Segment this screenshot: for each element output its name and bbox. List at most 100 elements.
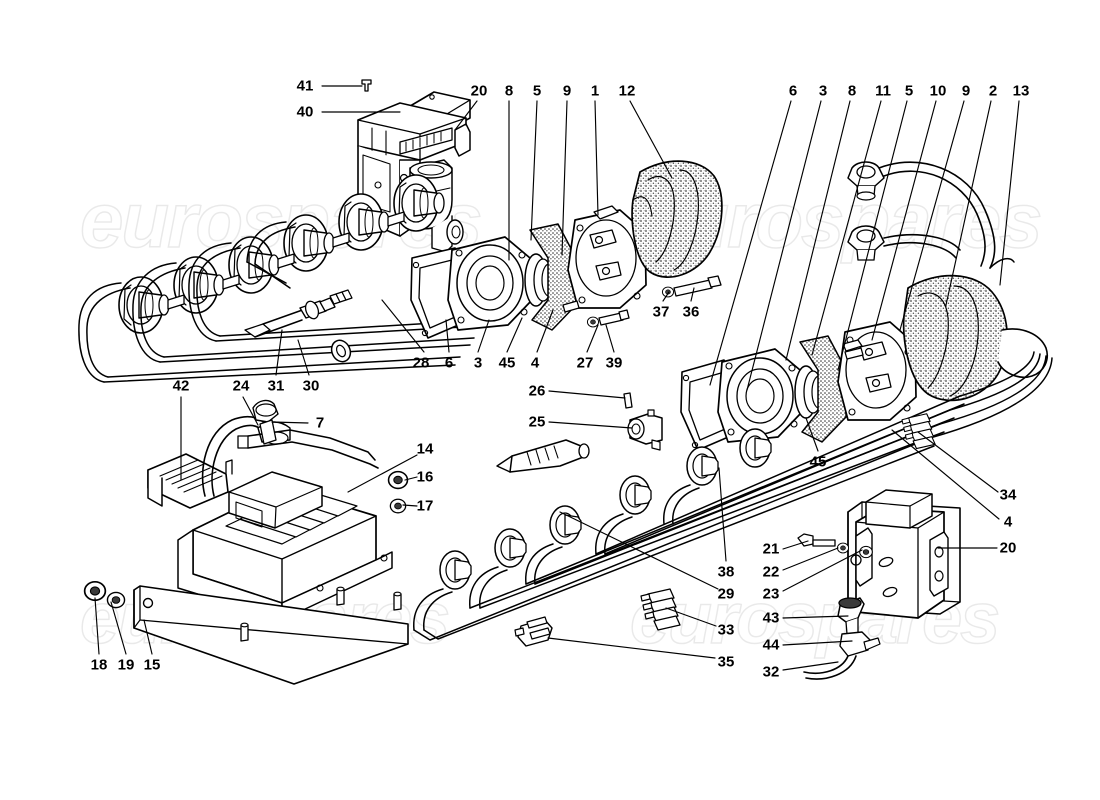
callout-number: 27 xyxy=(576,354,594,372)
callout-leader-line xyxy=(275,329,283,376)
callout-number: 5 xyxy=(532,82,542,100)
callout-leader-line xyxy=(917,431,999,493)
callout-leader-line xyxy=(454,100,478,131)
callout-number: 43 xyxy=(762,609,780,627)
callout-leader-line xyxy=(559,511,719,590)
callout-number: 9 xyxy=(562,82,572,100)
callout-number: 4 xyxy=(530,354,540,372)
callout-leader-line xyxy=(782,540,809,550)
callout-number: 8 xyxy=(504,82,514,100)
callout-number: 15 xyxy=(143,656,161,674)
callout-number: 32 xyxy=(762,663,780,681)
callout-number: 18 xyxy=(90,656,108,674)
callout-number: 37 xyxy=(652,303,670,321)
callout-number: 30 xyxy=(302,377,320,395)
callout-leader-line xyxy=(477,319,490,353)
callout-leader-line xyxy=(782,615,849,619)
callout-number: 45 xyxy=(498,354,516,372)
callout-number: 19 xyxy=(117,656,135,674)
callout-leader-line xyxy=(402,504,418,507)
callout-number: 21 xyxy=(762,540,780,558)
callout-leader-line xyxy=(586,324,599,353)
callout-leader-line xyxy=(999,100,1020,286)
callout-leader-line xyxy=(837,100,908,371)
callout-number: 42 xyxy=(172,377,190,395)
callout-number: 28 xyxy=(412,354,430,372)
callout-number: 22 xyxy=(762,563,780,581)
callout-number: 13 xyxy=(1012,82,1030,100)
callout-leader-line xyxy=(945,100,992,306)
callout-leader-line xyxy=(605,324,615,353)
part-inline-tube xyxy=(496,439,590,473)
callout-number: 33 xyxy=(717,621,735,639)
callout-number: 23 xyxy=(762,585,780,603)
callout-leader-line xyxy=(548,421,633,429)
callout-number: 24 xyxy=(232,377,250,395)
part-hv-lead-terminal xyxy=(244,289,353,363)
callout-number: 26 xyxy=(528,382,546,400)
callout-leader-line xyxy=(271,421,309,424)
callout-number: 38 xyxy=(717,563,735,581)
callout-number: 25 xyxy=(528,413,546,431)
callout-number: 4 xyxy=(1003,513,1013,531)
callout-leader-line xyxy=(665,607,717,627)
callout-number: 16 xyxy=(416,468,434,486)
callout-leader-line xyxy=(718,467,727,562)
callout-leader-line xyxy=(297,339,310,376)
callout-number: 5 xyxy=(904,82,914,100)
callout-number: 12 xyxy=(618,82,636,100)
callout-leader-line xyxy=(871,100,937,341)
callout-number: 11 xyxy=(875,82,891,100)
callout-number: 35 xyxy=(717,653,735,671)
callout-leader-line xyxy=(506,317,523,353)
callout-number: 10 xyxy=(929,82,947,100)
callout-leader-line xyxy=(899,100,965,331)
callout-number: 34 xyxy=(999,486,1017,504)
callout-number: 9 xyxy=(961,82,971,100)
callout-leader-line xyxy=(811,100,882,356)
callout-number: 14 xyxy=(416,440,434,458)
callout-leader-line xyxy=(746,100,822,391)
callout-leader-line xyxy=(805,417,819,452)
part-spark-plug-leads-left xyxy=(78,174,485,383)
callout-leader-line xyxy=(536,309,554,353)
callout-leader-line xyxy=(548,390,626,399)
callout-number: 20 xyxy=(470,82,488,100)
callout-number: 3 xyxy=(818,82,828,100)
callout-leader-line xyxy=(143,619,153,655)
callout-number: 1 xyxy=(590,82,600,100)
callout-number: 6 xyxy=(788,82,798,100)
callout-number: 3 xyxy=(473,354,483,372)
callout-leader-line xyxy=(242,396,259,426)
part-mounting-plate xyxy=(83,580,409,685)
callout-number: 39 xyxy=(605,354,623,372)
callout-number: 40 xyxy=(296,103,314,121)
callout-leader-line xyxy=(785,100,851,361)
callout-leader-line xyxy=(94,597,100,655)
part-hv-lead-top-right xyxy=(847,161,1015,269)
callout-leader-line xyxy=(782,640,853,646)
callout-number: 17 xyxy=(416,497,434,515)
part-connector-blocks xyxy=(514,413,936,647)
callout-leader-line xyxy=(561,100,568,256)
callout-leader-line xyxy=(891,429,1000,520)
callout-leader-line xyxy=(547,637,716,659)
callout-number: 7 xyxy=(315,414,325,432)
callout-leader-line xyxy=(530,100,538,241)
callout-number: 2 xyxy=(988,82,998,100)
callout-number: 8 xyxy=(847,82,857,100)
part-bolt-36-37 xyxy=(661,275,722,298)
callout-leader-line xyxy=(594,100,599,216)
callout-leader-line xyxy=(709,100,792,386)
callout-leader-line xyxy=(782,661,839,671)
part-distributor-right xyxy=(680,274,1048,451)
callout-leader-line xyxy=(404,476,418,481)
callout-number: 41 xyxy=(296,77,314,95)
callout-leader-line xyxy=(782,547,839,571)
callout-number: 6 xyxy=(444,354,454,372)
callout-leader-line xyxy=(629,100,673,179)
part-distributor-left xyxy=(410,160,723,339)
callout-leader-line xyxy=(782,549,863,592)
callout-leader-line xyxy=(381,299,425,353)
